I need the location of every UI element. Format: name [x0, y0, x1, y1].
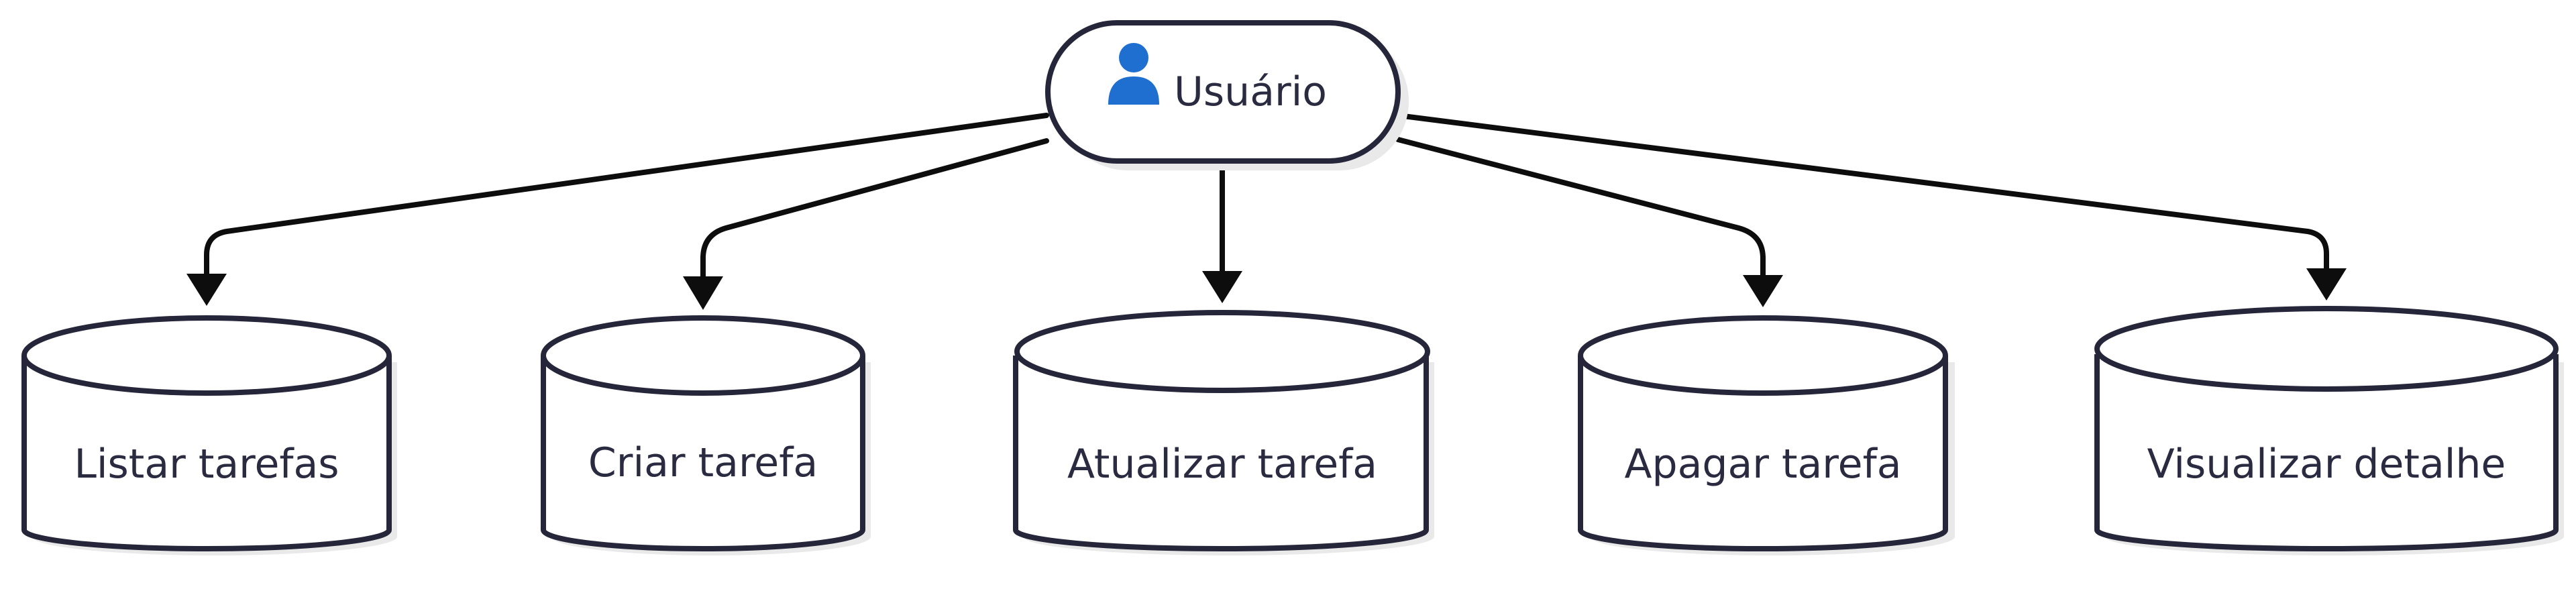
action-label-visualizar-detalhe: Visualizar detalhe: [2147, 441, 2506, 488]
action-label-atualizar-tarefa: Atualizar tarefa: [1067, 441, 1377, 488]
action-node-criar-tarefa[interactable]: Criar tarefa: [541, 315, 871, 555]
action-node-apagar-tarefa[interactable]: Apagar tarefa: [1578, 315, 1955, 555]
edge-to-listar-tarefas: [204, 113, 1049, 276]
action-label-apagar-tarefa: Apagar tarefa: [1625, 441, 1902, 488]
action-label-criar-tarefa: Criar tarefa: [588, 439, 818, 486]
edge-to-apagar-tarefa: [1395, 137, 1766, 278]
action-label-listar-tarefas: Listar tarefas: [74, 441, 339, 488]
action-node-visualizar-detalhe[interactable]: Visualizar detalhe: [2094, 306, 2564, 555]
user-node-label: Usuário: [1174, 68, 1327, 115]
edge-to-visualizar-detalhe: [1395, 113, 2329, 271]
arrowhead-atualizar-tarefa: [1202, 271, 1242, 303]
arrowhead-criar-tarefa: [683, 276, 723, 310]
user-node[interactable]: Usuário: [1045, 20, 1409, 170]
edges: [186, 113, 2347, 310]
edge-to-criar-tarefa: [700, 138, 1049, 279]
action-node-atualizar-tarefa[interactable]: Atualizar tarefa: [1013, 310, 1434, 555]
user-icon: [1108, 43, 1159, 105]
arrowhead-listar-tarefas: [186, 274, 227, 306]
arrowhead-apagar-tarefa: [1743, 275, 1783, 307]
arrowhead-visualizar-detalhe: [2306, 268, 2347, 301]
action-node-listar-tarefas[interactable]: Listar tarefas: [21, 315, 397, 555]
